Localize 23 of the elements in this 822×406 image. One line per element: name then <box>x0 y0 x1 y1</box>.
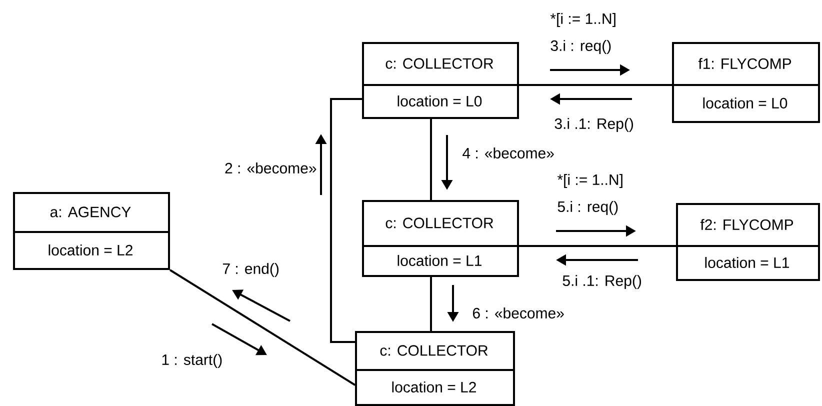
link-line <box>430 119 432 200</box>
object-box: c: COLLECTOR location = L2 <box>355 330 515 406</box>
message-label: 4 : «become» <box>462 147 554 158</box>
link-line <box>519 244 676 247</box>
link-line <box>430 276 432 331</box>
message-label: 1 : start() <box>162 354 222 368</box>
message-label: 3.i .1: Rep() <box>554 118 633 132</box>
link-line <box>519 84 672 86</box>
object-box: a: AGENCY location = L2 <box>13 192 170 270</box>
object-box: f1: FLYCOMP location = L0 <box>672 42 820 123</box>
message-label: 2 : «become» <box>225 162 316 174</box>
message-label: 5.i .1: Rep() <box>562 275 641 289</box>
object-box: c: COLLECTOR location = L1 <box>362 200 519 277</box>
object-box: f2: FLYCOMP location = L1 <box>676 202 820 281</box>
message-label: 7 : end() <box>222 263 279 277</box>
message-label: 3.i : req() <box>550 40 611 54</box>
message-label: 5.i : req() <box>558 201 618 215</box>
object-box: c: COLLECTOR location = L0 <box>362 42 519 119</box>
message-label: 6 : «become» <box>472 307 564 318</box>
message-label: *[i := 1..N] <box>550 13 616 27</box>
link-line <box>169 269 356 386</box>
message-label: *[i := 1..N] <box>557 174 622 188</box>
link-line <box>330 98 362 343</box>
